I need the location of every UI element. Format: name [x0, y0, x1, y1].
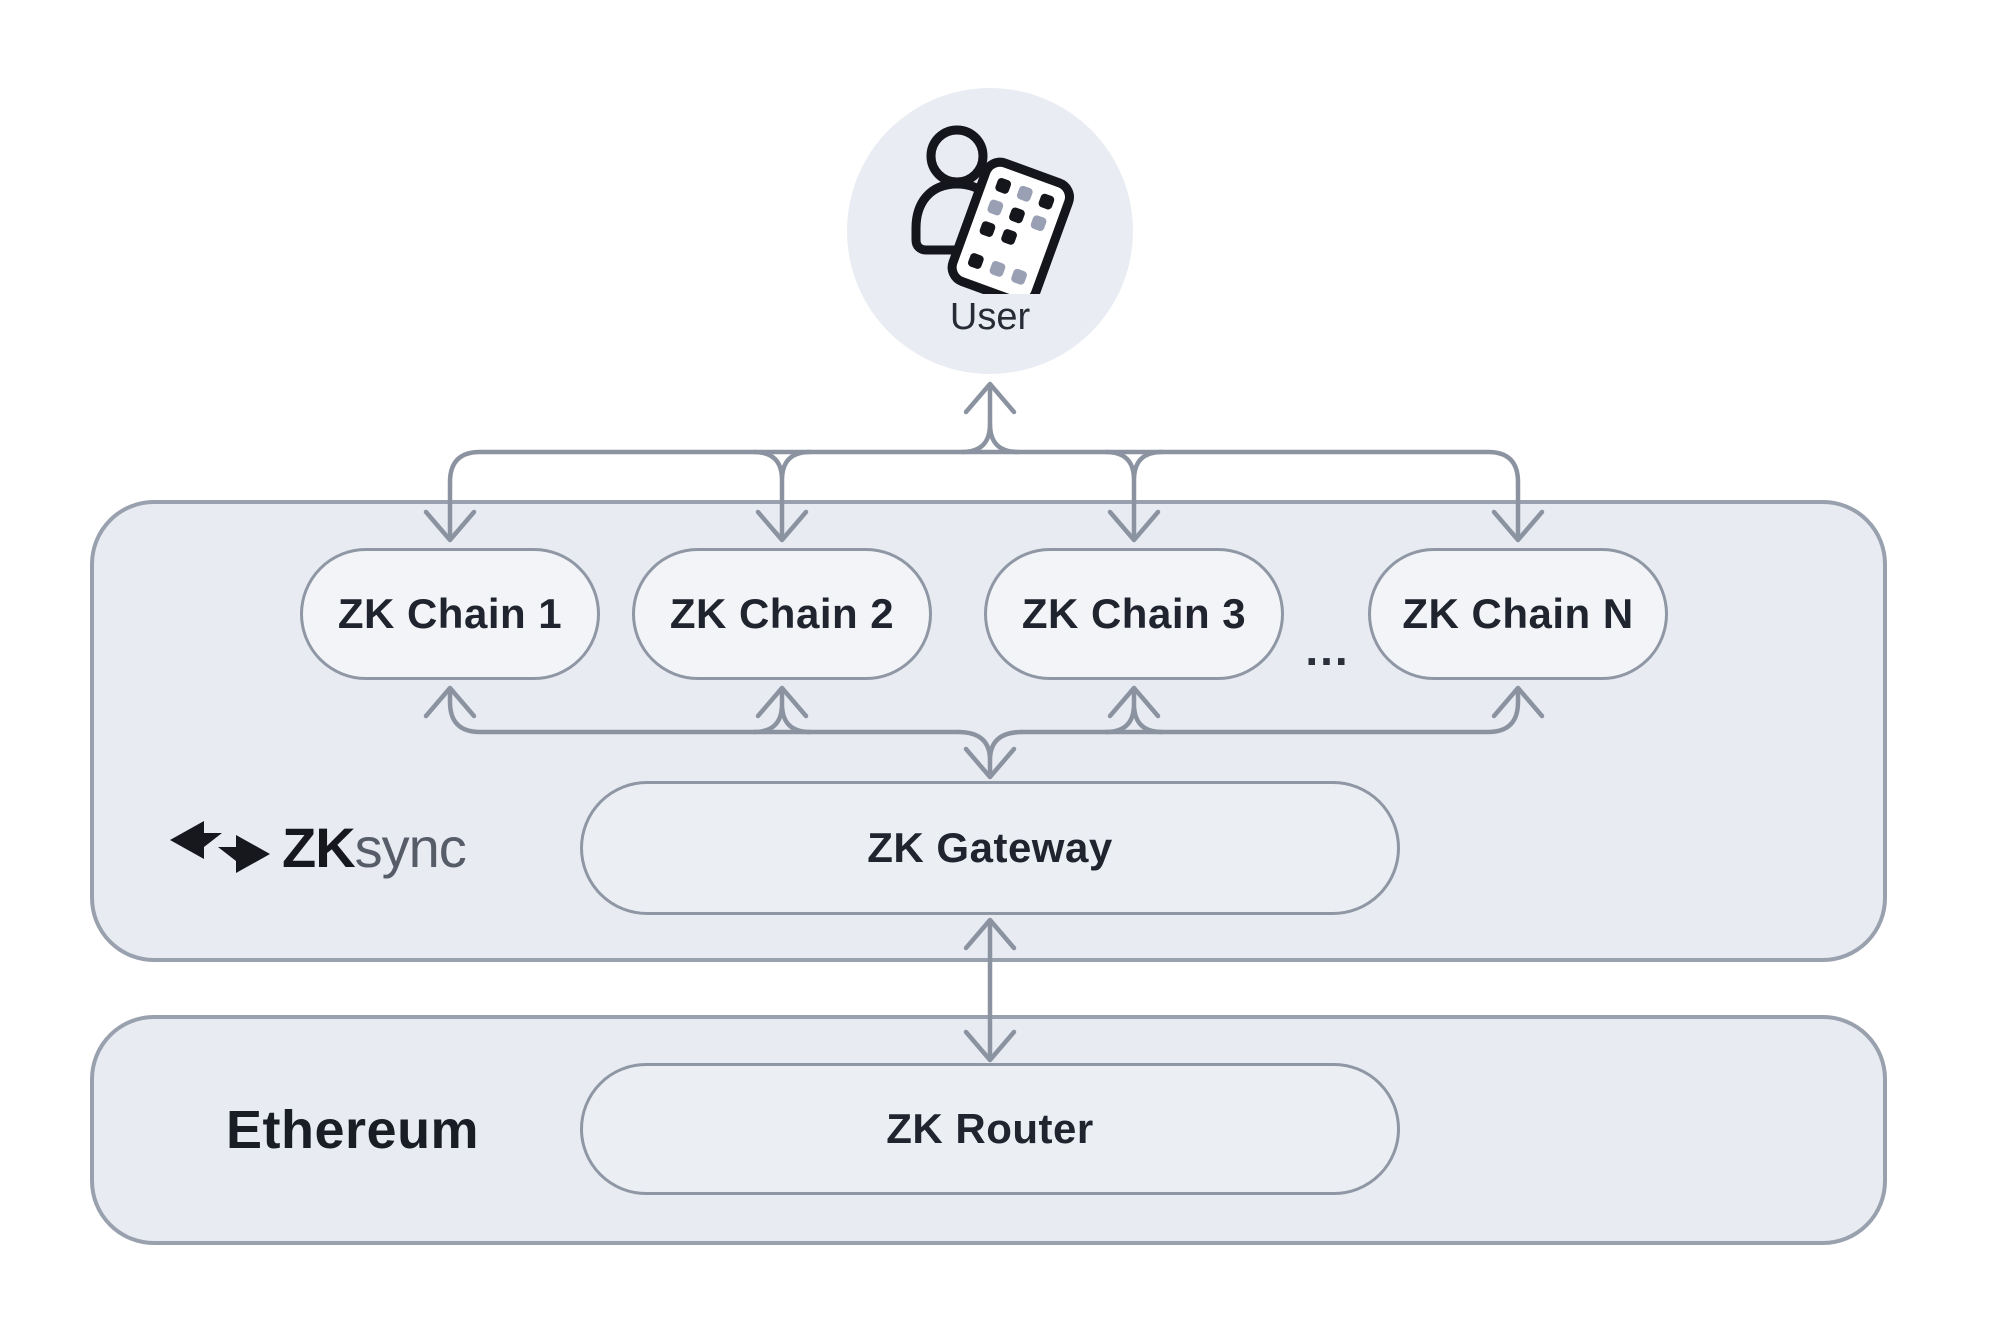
zk-gateway-label: ZK Gateway: [867, 824, 1113, 871]
zk-chain-3-label: ZK Chain 3: [1021, 590, 1247, 637]
arrowhead-up-chain-3: [1107, 685, 1161, 719]
zk-gateway-pill: ZK Gateway: [580, 781, 1400, 915]
zk-chain-2-pill: ZK Chain 2: [632, 548, 932, 680]
chains-ellipsis: ...: [1305, 623, 1350, 675]
zksync-wordmark-bold: ZK: [282, 815, 356, 879]
zksync-logo: ZKsync: [168, 812, 467, 882]
collection-line-left: [447, 687, 961, 735]
collection-line-right: [1019, 687, 1521, 735]
arrowhead-down-router: [963, 1029, 1017, 1063]
arrowhead-up-chain-1: [423, 685, 477, 719]
zk-router-label: ZK Router: [886, 1105, 1094, 1152]
arrowhead-down-chain-3: [1107, 509, 1161, 543]
riser-chain-2: [751, 687, 813, 735]
arrowhead-up-chain-n: [1491, 685, 1545, 719]
arrowhead-up-user: [963, 381, 1017, 415]
arrowhead-down-chain-1: [423, 509, 477, 543]
riser-chain-3: [1103, 687, 1165, 735]
user-node: User: [847, 88, 1133, 374]
zk-router-pill: ZK Router: [580, 1063, 1400, 1195]
zk-chain-n-pill: ZK Chain N: [1368, 548, 1668, 680]
zk-chain-n-label: ZK Chain N: [1402, 590, 1634, 637]
zk-chain-3-pill: ZK Chain 3: [984, 548, 1284, 680]
user-phone-icon: [911, 125, 1074, 294]
ethereum-label: Ethereum: [226, 1100, 480, 1160]
collection-merge: [955, 729, 1025, 775]
zk-chain-1-pill: ZK Chain 1: [300, 548, 600, 680]
arrowhead-down-chain-2: [755, 509, 809, 543]
user-stem-fillet: [987, 421, 1021, 455]
zksync-wordmark-light: sync: [354, 815, 467, 879]
distribution-line: [447, 449, 1521, 539]
user-label: User: [949, 296, 1031, 338]
zk-chain-1-label: ZK Chain 1: [337, 590, 563, 637]
zksync-arrows-icon: [170, 821, 270, 873]
arrowhead-down-gateway: [963, 746, 1017, 780]
drop-chain-3: [1103, 449, 1165, 539]
drop-chain-2: [751, 449, 813, 539]
arrowhead-down-chain-n: [1491, 509, 1545, 543]
zk-chain-2-label: ZK Chain 2: [669, 590, 895, 637]
arrowhead-up-gateway: [963, 917, 1017, 951]
zksync-wordmark: ZKsync: [282, 815, 467, 880]
arrowhead-up-chain-2: [755, 685, 809, 719]
